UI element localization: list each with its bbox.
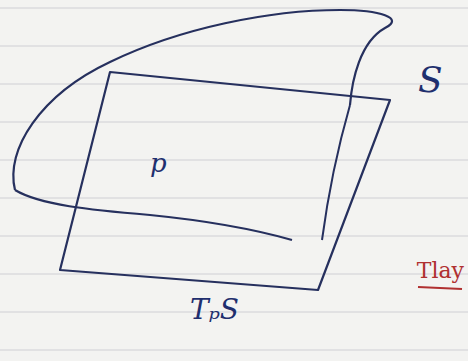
surface-label: S	[418, 59, 443, 100]
margin-note: Tlay	[417, 258, 464, 283]
tangent-plane	[60, 72, 390, 290]
underline	[418, 287, 462, 289]
surface-right-edge	[322, 105, 350, 240]
point-label: p	[150, 148, 167, 178]
ruled-lines	[0, 8, 468, 350]
tangent-plane-label: TₚS	[190, 293, 239, 326]
surface-lower-edge	[15, 190, 292, 240]
